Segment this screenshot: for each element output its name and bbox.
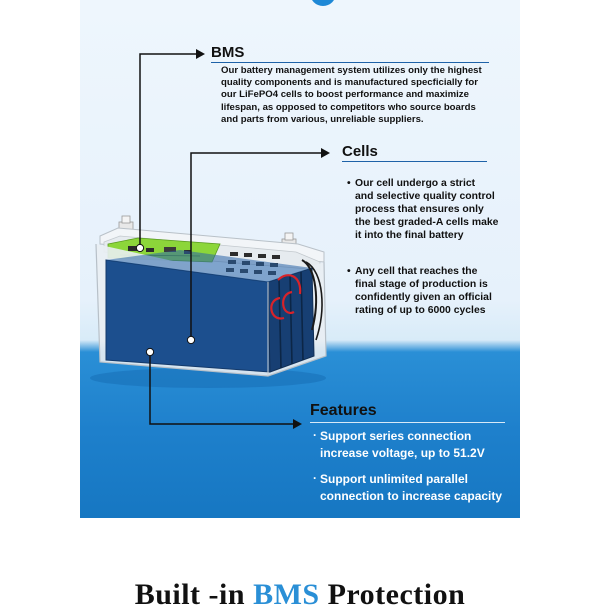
red-wires (270, 274, 302, 320)
bms-title: BMS (211, 44, 245, 61)
battery-illustration (90, 49, 330, 429)
features-item-2: · Support unlimited parallel connection … (313, 471, 503, 503)
pointer-cells (186, 148, 330, 345)
cells-bullet-1: • Our cell undergo a strict and selectiv… (347, 178, 499, 241)
bms-description: Our battery management system utilizes o… (221, 65, 482, 125)
section-title-accent: BMS (253, 578, 320, 611)
section-title: Built -in BMS Protection (0, 578, 600, 612)
pointer-features (145, 347, 302, 429)
features-underline (310, 422, 505, 423)
bms-underline (211, 62, 489, 63)
pointer-bms (135, 49, 205, 253)
section-title-part2: Protection (319, 578, 466, 611)
cells-title: Cells (342, 143, 378, 160)
cells-bullet-2: • Any cell that reaches the final stage … (347, 266, 492, 316)
features-item-1: · Support series connection increase vol… (313, 428, 485, 460)
battery-infographic: BMS Our battery management system utiliz… (80, 0, 520, 518)
cells-underline (342, 161, 487, 162)
top-decoration (310, 0, 336, 6)
features-title: Features (310, 402, 377, 419)
section-title-part1: Built -in (134, 578, 254, 611)
